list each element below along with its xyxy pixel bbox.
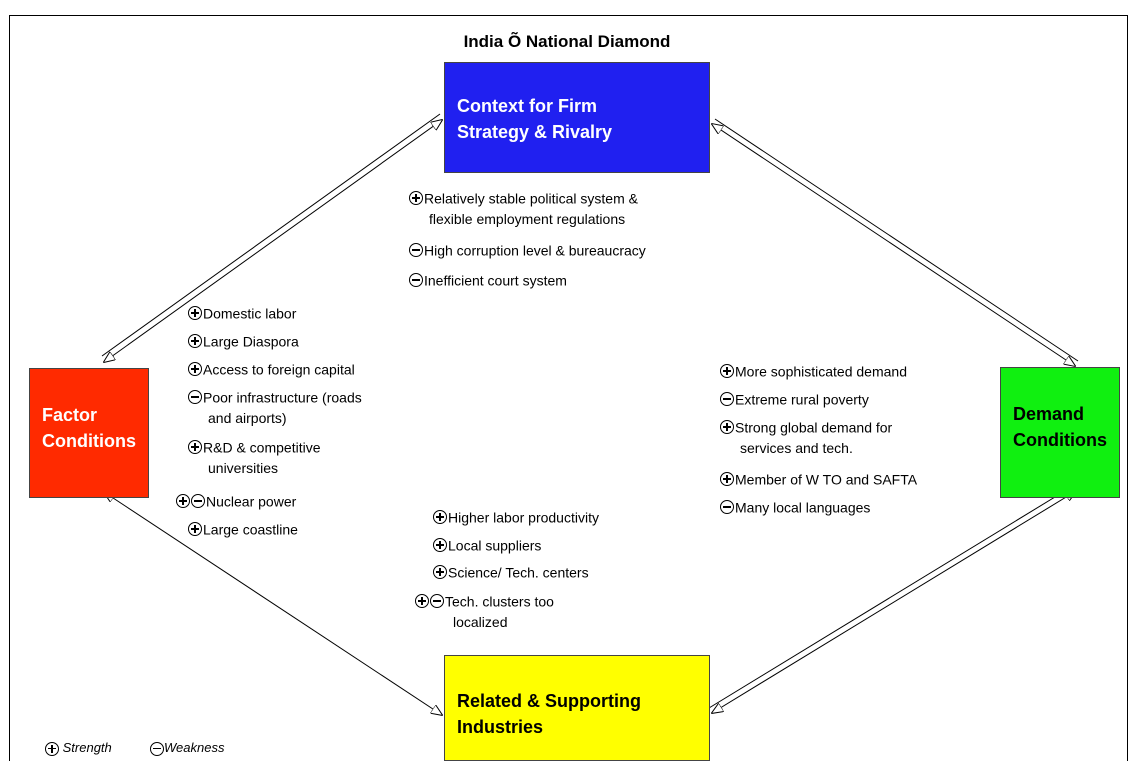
box-label-line: Factor (42, 405, 98, 425)
item-text: Higher labor productivity (448, 509, 599, 526)
legend-strength-label: Strength (62, 740, 112, 755)
item-text: High corruption level & bureaucracy (424, 242, 646, 259)
minus-circle-icon (720, 500, 734, 515)
diagram-item: Extreme rural poverty (720, 389, 869, 408)
diagram-item: Large coastline (188, 519, 298, 538)
plus-circle-icon (433, 565, 447, 580)
diagram-item: Member of W TO and SAFTA (720, 469, 917, 488)
item-text: Inefficient court system (424, 272, 567, 289)
plus-circle-icon (188, 362, 202, 377)
item-text: Large Diaspora (203, 333, 299, 350)
diagram-item: Tech. clusters too (415, 591, 554, 610)
diagram-item: Many local languages (720, 497, 870, 516)
item-text-continued: and airports) (208, 410, 287, 426)
arrow-strategy-demand (712, 124, 1075, 366)
demand-conditions-box: Demand Conditions (1000, 367, 1120, 498)
plus-circle-icon (45, 741, 59, 756)
item-text: R&D & competitive (203, 439, 321, 456)
item-text: Extreme rural poverty (735, 391, 869, 408)
plus-circle-icon (433, 510, 447, 525)
plus-circle-icon (433, 538, 447, 553)
plus-circle-icon (720, 364, 734, 379)
item-text: Strong global demand for (735, 419, 893, 436)
diagram-item: Science/ Tech. centers (433, 562, 589, 581)
box-label-line: Industries (457, 717, 544, 737)
box-label-line: Related & Supporting (457, 691, 641, 711)
plus-circle-icon (415, 594, 429, 609)
diagram-item: Inefficient court system (409, 270, 567, 289)
minus-circle-icon (150, 741, 164, 756)
item-text: Nuclear power (206, 493, 297, 510)
diagram-item: Large Diaspora (188, 331, 299, 350)
diagram-item: Access to foreign capital (188, 359, 355, 378)
plus-circle-icon (720, 472, 734, 487)
item-text-continued: universities (208, 460, 279, 476)
item-text-continued: localized (453, 614, 508, 630)
item-text: Access to foreign capital (203, 361, 355, 378)
diagram-item: Domestic labor (188, 303, 296, 322)
diagram-item: Strong global demand for (720, 417, 892, 436)
diagram-title: India Õ National Diamond (463, 32, 671, 51)
item-text: Tech. clusters too (445, 593, 554, 610)
minus-circle-icon (430, 594, 444, 609)
plus-circle-icon (409, 191, 423, 206)
diagram-item: High corruption level & bureaucracy (409, 240, 646, 259)
legend-weakness: Weakness (150, 740, 224, 756)
diagram-item: More sophisticated demand (720, 361, 907, 380)
item-text: Domestic labor (203, 305, 297, 322)
plus-circle-icon (188, 306, 202, 321)
box-label-line: Conditions (1013, 430, 1107, 450)
plus-circle-icon (188, 522, 202, 537)
plus-circle-icon (176, 494, 190, 509)
item-text-continued: flexible employment regulations (429, 211, 626, 227)
minus-circle-icon (409, 273, 423, 288)
plus-circle-icon (720, 420, 734, 435)
diagram-item: Relatively stable political system & (409, 188, 638, 207)
item-text: Many local languages (735, 499, 871, 516)
arrow-factor-related (104, 492, 442, 715)
item-text: Poor infrastructure (roads (203, 389, 362, 406)
legend-strength: Strength (45, 740, 112, 756)
box-label-line: Context for Firm (457, 96, 598, 116)
box-label-line: Demand (1013, 404, 1085, 424)
arrow-factor-strategy (104, 120, 442, 362)
plus-circle-icon (188, 440, 202, 455)
box-label-line: Conditions (42, 431, 136, 451)
minus-circle-icon (720, 392, 734, 407)
item-text: Large coastline (203, 521, 298, 538)
legend-weakness-label: Weakness (164, 740, 225, 755)
related-supporting-industries-box: Related & Supporting Industries (444, 655, 710, 761)
item-text-continued: services and tech. (740, 440, 853, 456)
item-text: Member of W TO and SAFTA (735, 471, 918, 488)
diagram-item: Higher labor productivity (433, 507, 599, 526)
box-label-line: Strategy & Rivalry (457, 122, 613, 142)
diagram-item: Local suppliers (433, 535, 541, 554)
item-text: Science/ Tech. centers (448, 564, 589, 581)
factor-conditions-box: Factor Conditions (29, 368, 149, 498)
diagram-frame (9, 15, 1128, 761)
diagram-item: R&D & competitive (188, 437, 320, 456)
arrow-demand-related (712, 491, 1076, 713)
minus-circle-icon (188, 390, 202, 405)
diagram-item: Poor infrastructure (roads (188, 387, 362, 406)
minus-circle-icon (409, 243, 423, 258)
minus-circle-icon (191, 494, 205, 509)
plus-circle-icon (188, 334, 202, 349)
item-text: More sophisticated demand (735, 363, 907, 380)
item-text: Local suppliers (448, 537, 542, 554)
item-text: Relatively stable political system & (424, 190, 638, 207)
diagram-item: Nuclear power (176, 491, 296, 510)
context-strategy-rivalry-box: Context for Firm Strategy & Rivalry (444, 62, 710, 173)
